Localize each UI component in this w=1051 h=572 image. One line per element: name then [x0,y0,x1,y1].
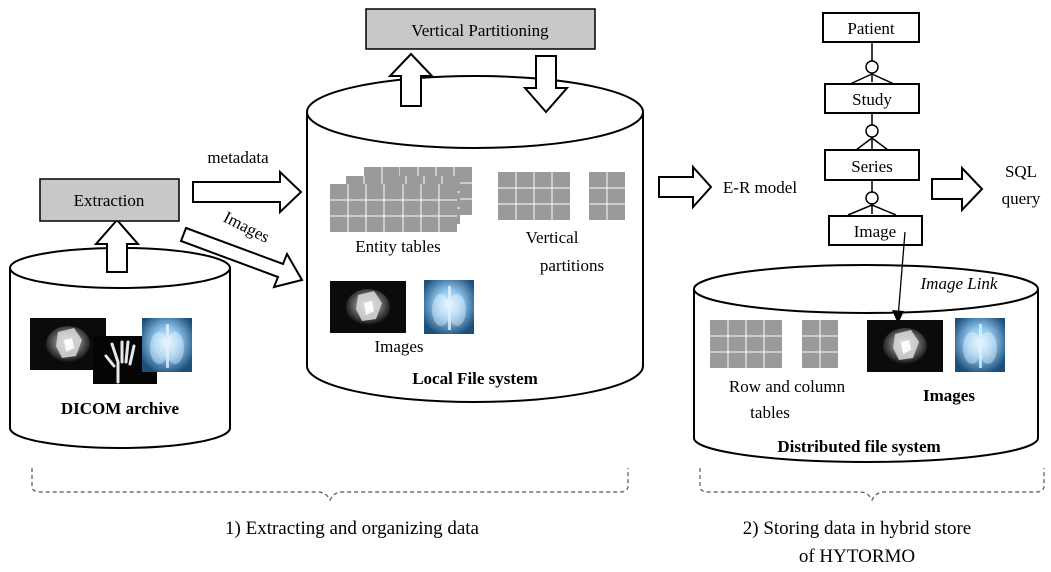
distributed-images-label: Images [923,386,975,405]
dicom-archive-cylinder: DICOM archive [9,247,231,449]
er-entity-image: Image [828,215,923,246]
row-column-label-2: tables [750,403,790,422]
vertical-partitions-label-1: Vertical [526,228,579,247]
step2-caption-line1: 2) Storing data in hybrid store [743,518,972,539]
dicom-archive-label: DICOM archive [61,399,180,418]
sql-query-arrow [931,165,984,213]
svg-text:Study: Study [852,90,892,109]
vertical-partitioning-label: Vertical Partitioning [411,21,549,40]
images-arrow-label: Images [220,207,272,246]
sql-label-2: query [1002,189,1041,208]
image-link-label: Image Link [920,274,998,293]
extraction-box: Extraction [39,178,180,222]
down-arrow-from-partitioning [522,55,570,114]
image-link-arrowhead [892,310,904,324]
dicom-chest-xray-image [142,318,192,372]
entity-tables-label: Entity tables [355,237,440,256]
step1-caption: 1) Extracting and organizing data [225,518,480,539]
er-model-label: E-R model [723,178,797,197]
local-chest-xray-image [424,280,474,334]
svg-text:Series: Series [851,157,893,176]
step2-caption-line2: of HYTORMO [799,546,915,567]
er-model-diagram: Patient Study Series Image [822,12,923,246]
distributed-file-system-label: Distributed file system [777,437,940,456]
er-entity-series: Series [824,149,920,181]
metadata-label: metadata [207,148,269,167]
er-model-arrow [658,164,713,210]
vertical-partitions-label-2: partitions [540,256,604,275]
sql-label-1: SQL [1005,162,1037,181]
entity-tables-grid [329,166,473,233]
er-entity-study: Study [824,83,920,114]
local-images-label: Images [374,337,423,356]
row-column-tables-grid [709,319,839,369]
vertical-partitioning-box: Vertical Partitioning [365,8,596,50]
step2-brace [699,468,1045,502]
er-entity-patient: Patient [822,12,920,43]
distributed-chest-xray-image [955,318,1005,372]
distributed-ct-image [867,320,943,372]
upload-arrow-dicom [93,218,141,273]
extraction-label: Extraction [74,191,145,210]
svg-text:Image: Image [854,222,896,241]
up-arrow-to-partitioning [387,52,435,107]
vertical-partitions-grid [497,171,626,221]
image-link-line [897,231,906,319]
step1-brace [31,468,629,502]
images-arrow [179,226,304,289]
local-file-system-label: Local File system [412,369,538,388]
metadata-arrow [192,169,303,215]
local-ct-image [330,281,406,333]
svg-text:Patient: Patient [847,19,894,38]
row-column-label-1: Row and column [729,377,846,396]
